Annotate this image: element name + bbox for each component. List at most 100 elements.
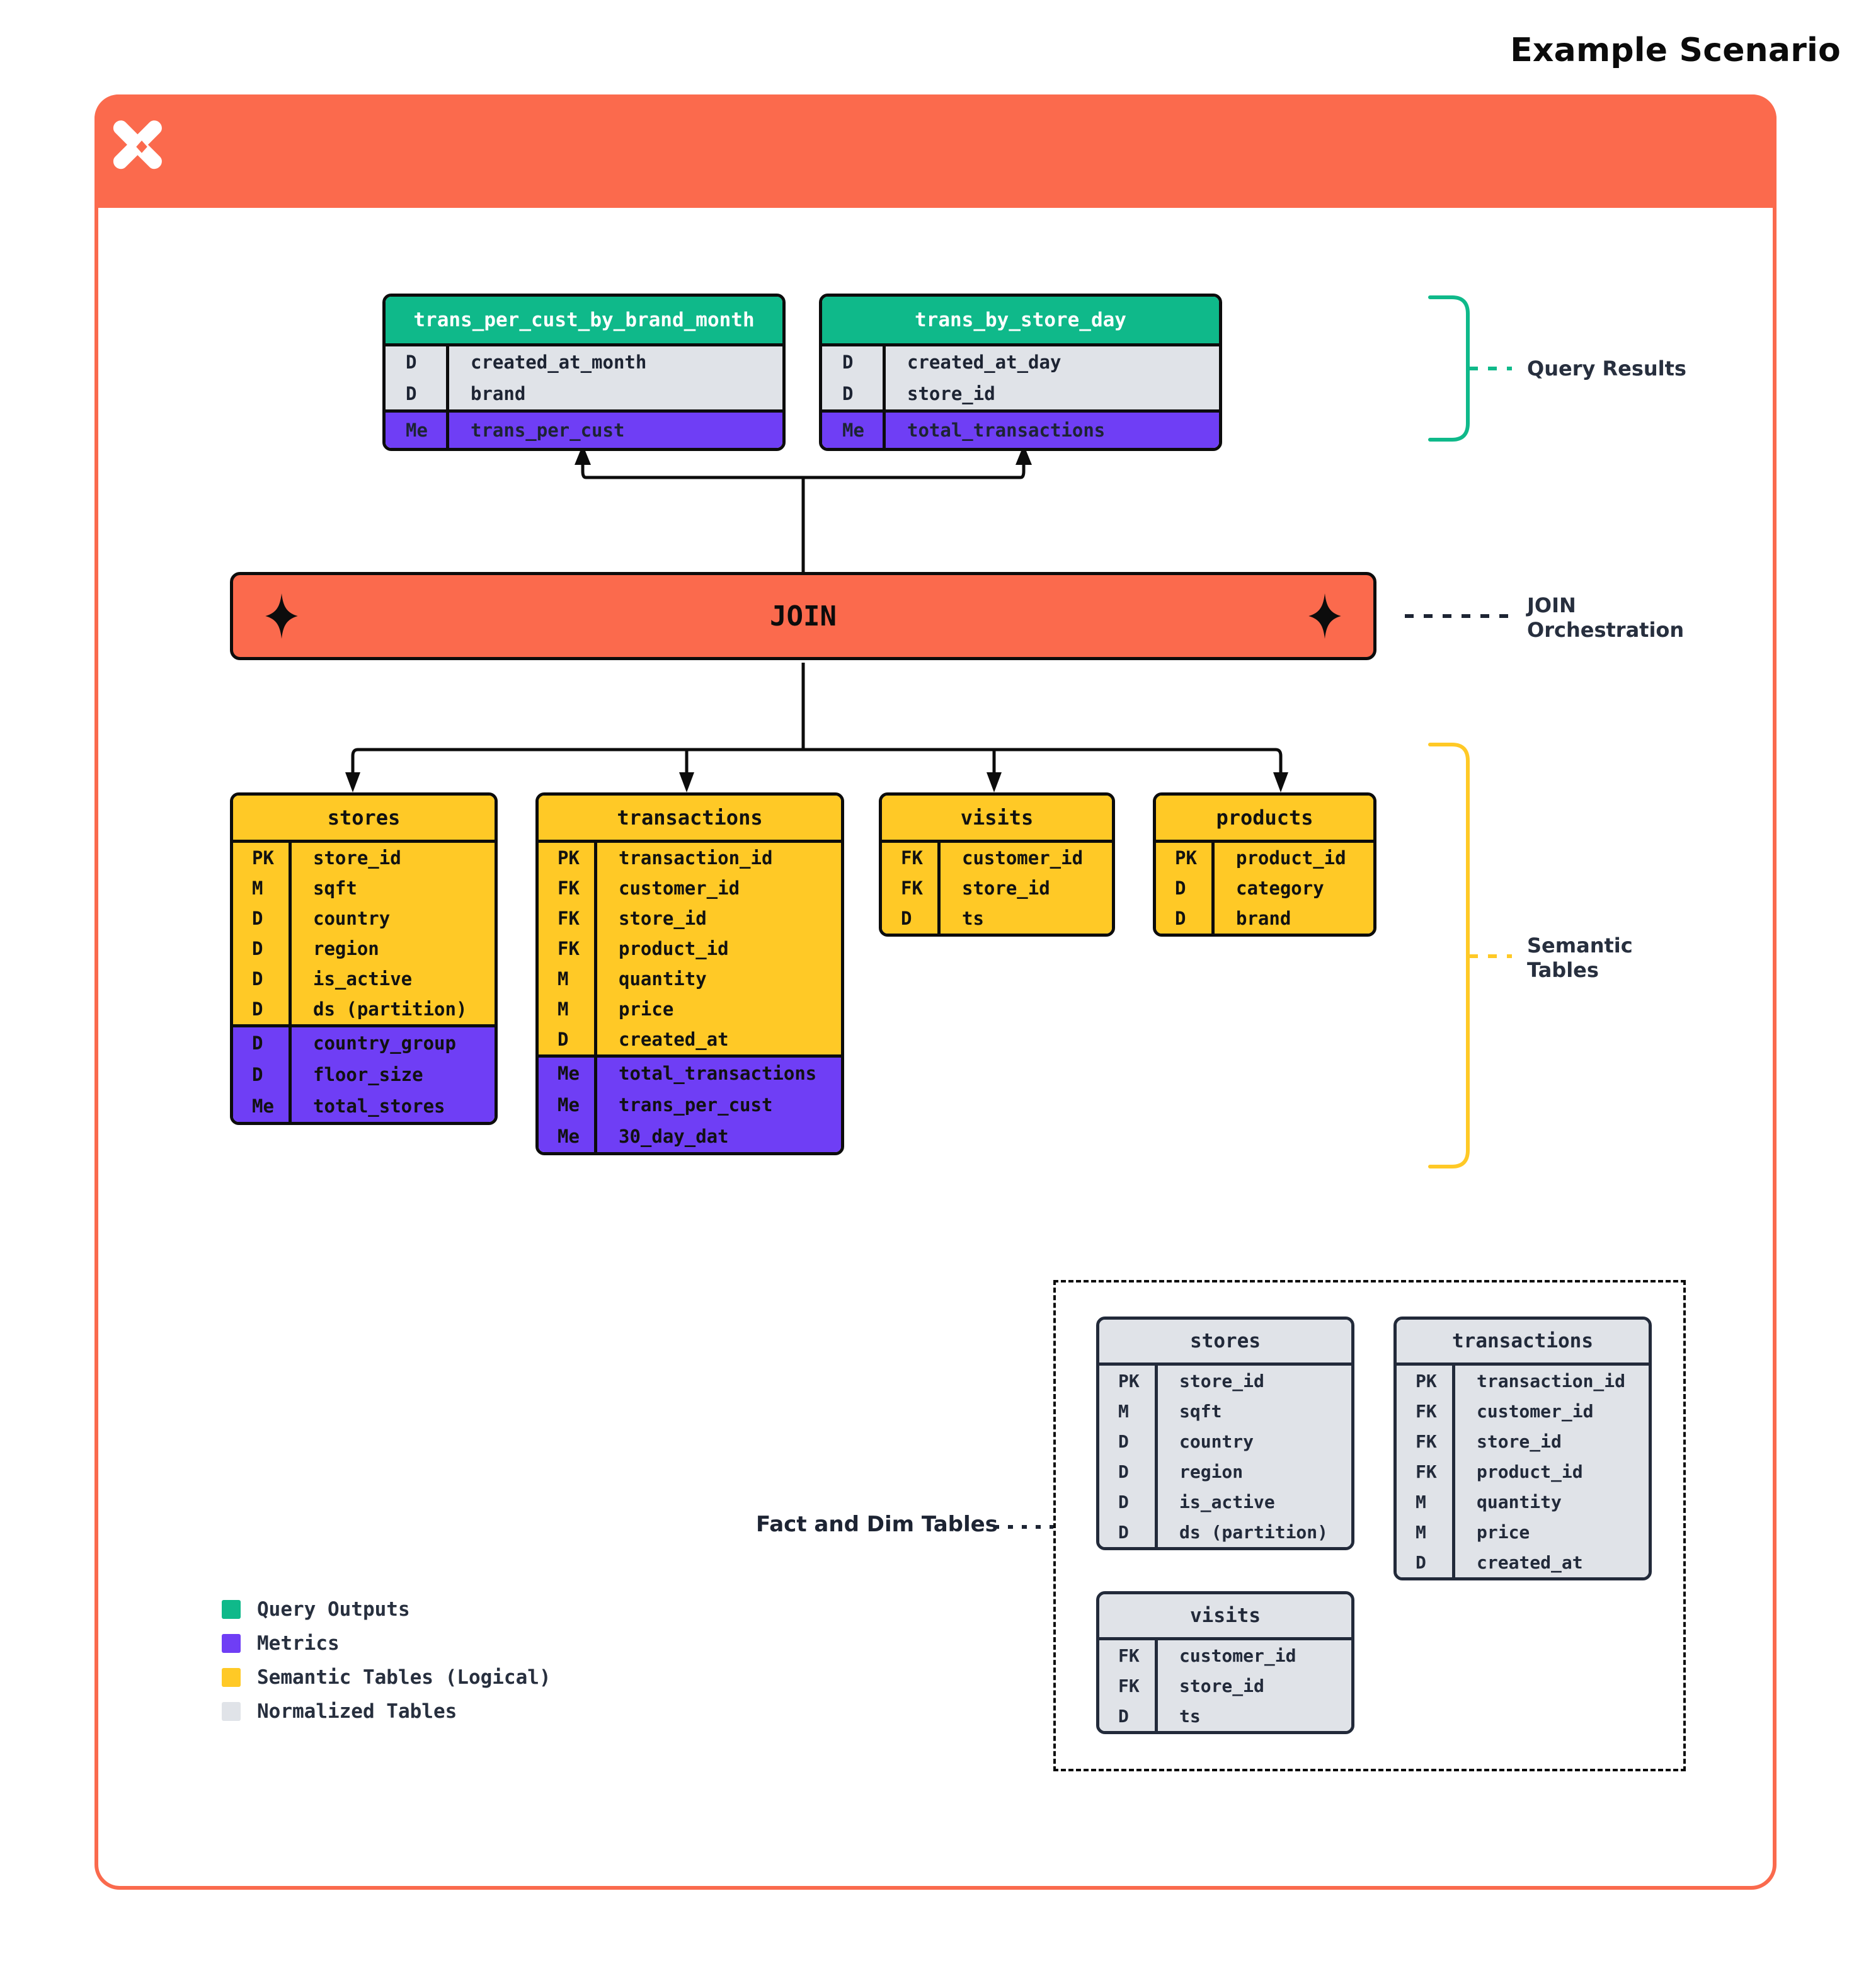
row-key: D xyxy=(1416,1551,1426,1573)
row-key: FK xyxy=(1118,1675,1140,1696)
row-value: category xyxy=(1211,873,1373,903)
metrics-section: Me trans_per_cust xyxy=(386,409,782,448)
row-key: M xyxy=(1118,1400,1129,1422)
row-key: PK xyxy=(558,847,580,869)
row-value: store_id xyxy=(937,873,1112,903)
legend-label: Normalized Tables xyxy=(257,1700,457,1723)
row-key: D xyxy=(901,908,912,929)
row-value: store_id xyxy=(289,843,495,873)
row-key: D xyxy=(1118,1491,1129,1512)
row-value: product_id xyxy=(1452,1456,1649,1487)
row-value: total_transactions xyxy=(594,1058,841,1089)
row-key: M xyxy=(252,877,263,899)
row-value: brand xyxy=(1211,903,1373,934)
row-value: region xyxy=(1155,1456,1351,1487)
row-key: D xyxy=(406,383,417,404)
table-row: FK customer_id xyxy=(539,873,841,903)
row-key: Me xyxy=(558,1094,580,1116)
row-value: customer_id xyxy=(594,873,841,903)
table-body: D created_at_month D brand xyxy=(386,343,782,409)
butterfly-x-logo-icon xyxy=(107,112,176,181)
row-value: created_at xyxy=(594,1024,841,1054)
row-key: D xyxy=(1175,877,1186,899)
table-row: D store_id xyxy=(822,378,1219,409)
table-row: FK store_id xyxy=(1099,1671,1351,1701)
row-value: price xyxy=(1452,1517,1649,1547)
row-value: ts xyxy=(937,903,1112,934)
row-key: Me xyxy=(558,1126,580,1147)
row-value: quantity xyxy=(594,964,841,994)
legend-label: Metrics xyxy=(257,1632,340,1655)
row-key: FK xyxy=(558,938,580,959)
row-key: D xyxy=(252,998,263,1020)
row-value: trans_per_cust xyxy=(594,1089,841,1121)
row-key: D xyxy=(842,351,854,373)
row-value: ts xyxy=(1155,1701,1351,1731)
row-key: PK xyxy=(252,847,274,869)
table-title: visits xyxy=(1099,1594,1351,1637)
row-value: sqft xyxy=(1155,1396,1351,1426)
row-value: total_stores xyxy=(289,1090,495,1122)
row-value: ds (partition) xyxy=(289,994,495,1024)
table-row-metric: Me trans_per_cust xyxy=(539,1089,841,1121)
table-row: D brand xyxy=(386,378,782,409)
row-key: FK xyxy=(558,877,580,899)
row-key: D xyxy=(1118,1431,1129,1452)
row-value: trans_per_cust xyxy=(446,413,782,448)
row-value: is_active xyxy=(289,964,495,994)
row-value: created_at xyxy=(1452,1547,1649,1577)
row-key: D xyxy=(252,1064,263,1085)
table-body: D created_at_day D store_id xyxy=(822,343,1219,409)
row-key: PK xyxy=(1416,1370,1437,1391)
row-value: store_id xyxy=(1155,1671,1351,1701)
row-value: is_active xyxy=(1155,1487,1351,1517)
row-key: M xyxy=(1416,1521,1426,1543)
row-value: country xyxy=(1155,1426,1351,1456)
legend-label: Query Outputs xyxy=(257,1598,410,1621)
row-value: country xyxy=(289,903,495,934)
row-key: Me xyxy=(842,420,864,441)
row-key: FK xyxy=(1118,1645,1140,1666)
row-value: price xyxy=(594,994,841,1024)
join-orchestration-bar[interactable]: JOIN xyxy=(230,572,1376,660)
row-key: Me xyxy=(558,1063,580,1084)
row-value: store_id xyxy=(1155,1366,1351,1396)
query-result-table-trans-by-store-day[interactable]: trans_by_store_day D created_at_day D st… xyxy=(819,294,1222,451)
annotation-line-2: Tables xyxy=(1527,958,1599,983)
query-result-table-trans-per-cust-by-brand-month[interactable]: trans_per_cust_by_brand_month D created_… xyxy=(382,294,786,451)
row-key: M xyxy=(558,968,569,990)
legend-item: Metrics xyxy=(222,1626,551,1660)
row-key: PK xyxy=(1118,1370,1140,1391)
table-title: stores xyxy=(1099,1320,1351,1362)
legend-swatch xyxy=(222,1600,241,1619)
